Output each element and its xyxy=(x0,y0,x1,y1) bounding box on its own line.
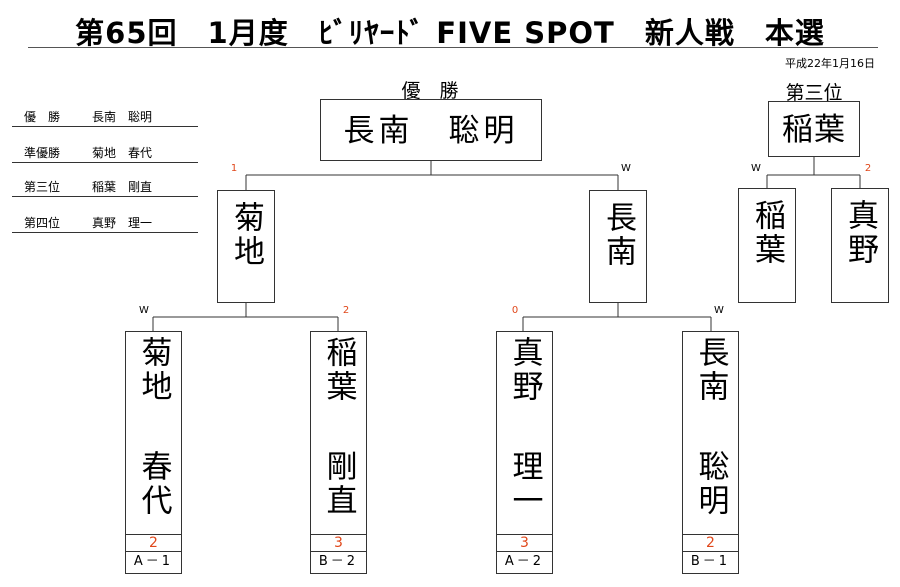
player-seed-code: A－1 xyxy=(133,554,174,569)
player-card-a1: 菊地 春代 2 A－1 xyxy=(125,331,182,574)
third-match-right-name: 真野 xyxy=(842,199,878,267)
final-left-mark: 1 xyxy=(230,163,238,174)
third-match-left-name: 稲葉 xyxy=(749,199,785,267)
result-position: 第三位 xyxy=(24,180,61,194)
result-position: 優 勝 xyxy=(24,110,61,124)
player-score: 2 xyxy=(683,534,738,552)
player-family-name: 剛直 xyxy=(320,450,357,518)
round1-mark-3: 0 xyxy=(511,305,519,316)
third-place-box: 稲葉 xyxy=(768,101,860,157)
third-match-left-mark: W xyxy=(751,163,761,174)
player-seed-code: A－2 xyxy=(504,554,545,569)
result-row-winner: 優 勝 長南 聡明 xyxy=(12,106,198,127)
player-seed-code: B－2 xyxy=(318,554,359,569)
event-date: 平成22年1月16日 xyxy=(785,57,875,70)
player-score: 2 xyxy=(126,534,181,552)
round1-mark-1: W xyxy=(139,305,149,316)
third-place-caption: 第三位 xyxy=(785,82,843,104)
round1-mark-2: 2 xyxy=(342,305,350,316)
player-given-name: 菊地 xyxy=(135,336,172,404)
third-match-right-mark: 2 xyxy=(864,163,872,174)
player-family-name: 理一 xyxy=(506,450,543,518)
player-score: 3 xyxy=(311,534,366,552)
result-name: 長南 聡明 xyxy=(92,110,153,124)
champion-box: 長南 聡明 xyxy=(320,99,542,161)
semifinal-left-box: 菊地 xyxy=(217,190,275,303)
result-name: 稲葉 剛直 xyxy=(92,180,153,194)
player-given-name: 真野 xyxy=(506,336,543,404)
player-family-name: 聡明 xyxy=(692,450,729,518)
result-position: 準優勝 xyxy=(24,146,61,160)
result-name: 真野 理一 xyxy=(92,216,153,230)
player-card-a2: 真野 理一 3 A－2 xyxy=(496,331,553,574)
champion-caption: 優 勝 xyxy=(401,80,459,102)
result-row-runner-up: 準優勝 菊地 春代 xyxy=(12,142,198,163)
semifinal-right-name: 長南 xyxy=(600,201,636,269)
player-given-name: 長南 xyxy=(692,336,729,404)
result-row-third: 第三位 稲葉 剛直 xyxy=(12,176,198,197)
player-family-name: 春代 xyxy=(135,450,172,518)
third-match-left-box: 稲葉 xyxy=(738,188,796,303)
semifinal-left-name: 菊地 xyxy=(228,201,264,269)
title-divider xyxy=(28,47,878,48)
player-card-b2: 稲葉 剛直 3 B－2 xyxy=(310,331,367,574)
final-right-mark: W xyxy=(621,163,631,174)
result-position: 第四位 xyxy=(24,216,61,230)
player-given-name: 稲葉 xyxy=(320,336,357,404)
result-name: 菊地 春代 xyxy=(92,146,153,160)
player-seed-code: B－1 xyxy=(690,554,731,569)
page-title: 第65回 1月度 ﾋﾞﾘﾔｰﾄﾞ FIVE SPOT 新人戦 本選 xyxy=(75,16,825,50)
semifinal-right-box: 長南 xyxy=(589,190,647,303)
player-score: 3 xyxy=(497,534,552,552)
round1-mark-4: W xyxy=(714,305,724,316)
player-card-b1: 長南 聡明 2 B－1 xyxy=(682,331,739,574)
result-row-fourth: 第四位 真野 理一 xyxy=(12,212,198,233)
third-match-right-box: 真野 xyxy=(831,188,889,303)
